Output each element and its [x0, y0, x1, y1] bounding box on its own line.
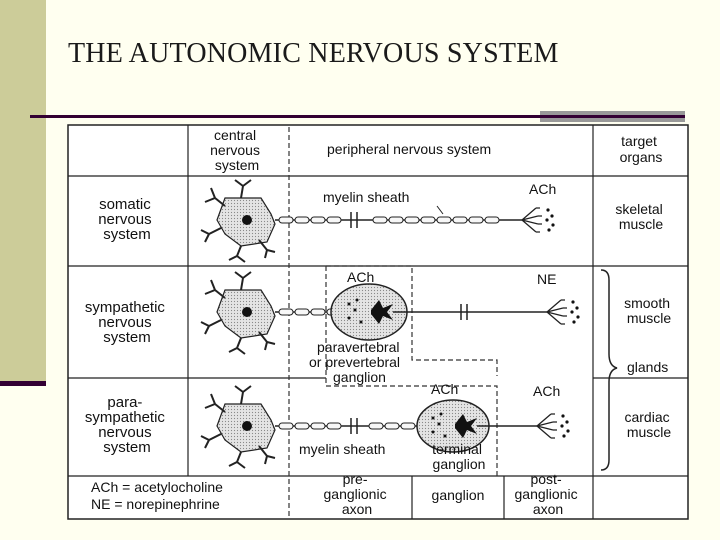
label-ach-para-end: ACh [533, 383, 560, 399]
target-skeletal-muscle: skeletal muscle [615, 201, 666, 232]
label-terminal-ganglion: terminal ganglion [432, 441, 486, 472]
side-accent-bar-base [0, 381, 46, 386]
header-cns: central nervous system [210, 127, 264, 173]
label-ach-para-ganglion: ACh [431, 381, 458, 397]
target-glands: glands [627, 359, 668, 375]
label-ach-somatic: ACh [529, 181, 556, 197]
label-myelin-sheath-bottom: myelin sheath [299, 441, 385, 457]
row-label-sympathetic: sympathetic nervous system [85, 299, 169, 346]
target-smooth-muscle: smooth muscle [624, 295, 674, 326]
label-paravertebral-ganglion: paravertebral or prevertebral ganglion [309, 339, 404, 385]
label-ach-symp-ganglion: ACh [347, 269, 374, 285]
label-myelin-sheath-top: myelin sheath [323, 189, 409, 205]
header-target: target organs [620, 133, 663, 165]
row-label-parasympathetic: para- sympathetic nervous system [85, 394, 169, 456]
legend-ne: NE = norepinephrine [91, 496, 220, 512]
target-cardiac-muscle: cardiac muscle [624, 409, 673, 440]
slide-title: THE AUTONOMIC NERVOUS SYSTEM [68, 38, 559, 69]
side-accent-bar [0, 0, 46, 385]
legend-ach: ACh = acetylocholine [91, 479, 223, 495]
footer-ganglion: ganglion [432, 487, 485, 503]
footer-preganglionic-axon: pre- ganglionic axon [324, 471, 391, 517]
title-rule [30, 115, 685, 118]
row-label-somatic: somatic nervous system [98, 196, 156, 243]
label-ne-sympathetic: NE [537, 271, 556, 287]
header-pns: peripheral nervous system [327, 141, 491, 157]
footer-postganglionic-axon: post- ganglionic axon [515, 471, 582, 517]
somatic-myelin-sheath [278, 216, 500, 224]
ans-diagram: central nervous system peripheral nervou… [67, 124, 690, 520]
